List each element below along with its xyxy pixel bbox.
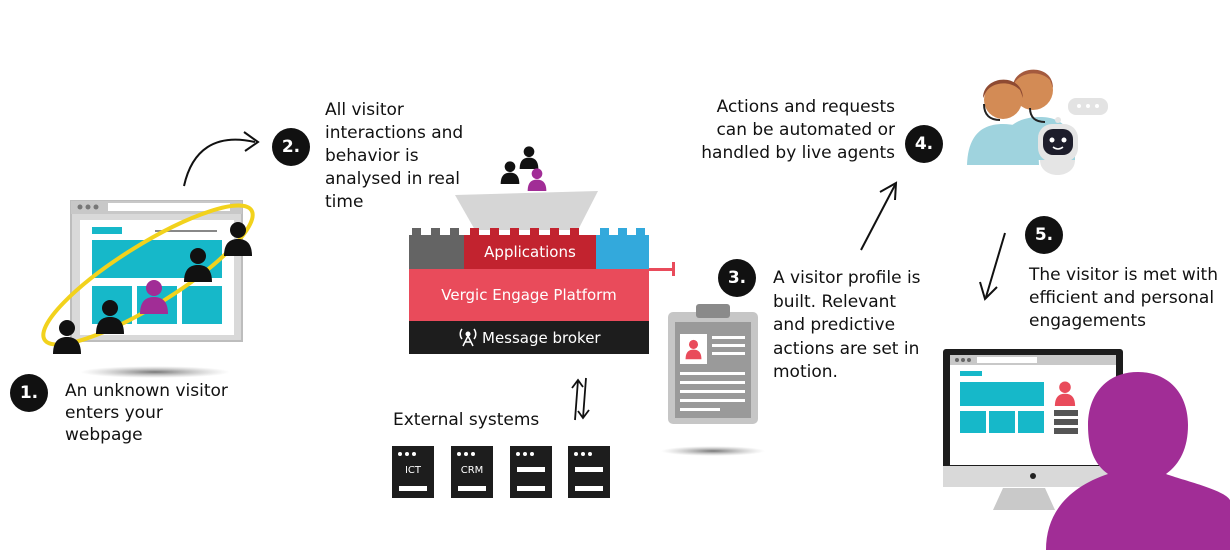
- visitor-silhouette: [1046, 372, 1230, 550]
- step-4-badge: 4.: [905, 125, 943, 163]
- platform-illustration: [409, 146, 675, 354]
- antenna-icon: [459, 328, 477, 347]
- step-5-text: The visitor is met with efficient and pe…: [1029, 265, 1218, 331]
- arrow-step3-to-step4: [860, 181, 898, 251]
- visitor-webpage-illustration: [41, 200, 255, 378]
- message-broker-label: Message broker: [482, 328, 601, 347]
- step-2-text: All visitor interactions and behavior is…: [325, 100, 464, 212]
- arrow-step1-to-step2: [183, 131, 260, 187]
- server-label-crm: CRM: [460, 465, 484, 476]
- step-1-text: An unknown visitor enters your webpage: [65, 381, 228, 445]
- server-icon: [568, 446, 610, 498]
- server-label-ict: ICT: [404, 465, 422, 476]
- step-2-badge: 2.: [272, 128, 310, 166]
- clipboard-profile-icon: [661, 304, 765, 456]
- chatbot-icon: [1038, 98, 1108, 175]
- step-3-badge: 3.: [718, 259, 756, 297]
- applications-label: Applications: [484, 243, 576, 261]
- step-3-text: A visitor profile is built. Relevant and…: [773, 268, 921, 382]
- arrow-step4-to-step5: [979, 232, 1006, 301]
- external-servers: [392, 446, 610, 498]
- step-5-badge: 5.: [1025, 216, 1063, 254]
- server-icon: [392, 446, 434, 498]
- server-icon: [451, 446, 493, 498]
- server-icon: [510, 446, 552, 498]
- step-1-badge: 1.: [10, 374, 48, 412]
- external-systems-title: External systems: [393, 410, 540, 430]
- bidirectional-arrow: [571, 377, 590, 421]
- monitor-illustration: [943, 349, 1123, 510]
- engage-platform-label: Vergic Engage Platform: [441, 286, 617, 304]
- step-4-text: Actions and requests can be automated or…: [701, 97, 895, 163]
